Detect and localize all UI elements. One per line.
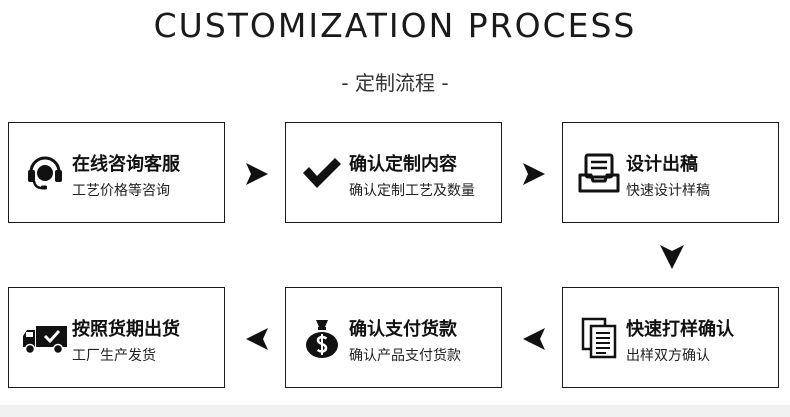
headset-icon <box>20 151 70 195</box>
step-title: 确认定制内容 <box>349 154 457 175</box>
money-bag-icon <box>297 316 347 360</box>
step-shipping: 按照货期出货 工厂生产发货 <box>8 287 225 388</box>
step-description: 工厂生产发货 <box>72 348 156 364</box>
step-description: 确认定制工艺及数量 <box>349 183 475 199</box>
step-title: 按照货期出货 <box>72 319 180 340</box>
step-description: 工艺价格等咨询 <box>72 183 170 199</box>
step-confirm-content: 确认定制内容 确认定制工艺及数量 <box>285 122 502 223</box>
arrow-left-icon <box>246 328 268 350</box>
step-online-consult: 在线咨询客服 工艺价格等咨询 <box>8 122 225 223</box>
step-description: 确认产品支付货款 <box>349 348 461 364</box>
arrow-right-icon <box>246 163 268 185</box>
arrow-right-icon <box>523 163 545 185</box>
step-payment: 确认支付货款 确认产品支付货款 <box>285 287 502 388</box>
footer-strip <box>0 405 790 417</box>
step-title: 确认支付货款 <box>349 319 457 340</box>
arrow-left-icon <box>523 328 545 350</box>
step-design: 设计出稿 快速设计样稿 <box>562 122 779 223</box>
page-title: CUSTOMIZATION PROCESS <box>153 6 637 45</box>
page-subtitle: - 定制流程 - <box>341 71 449 95</box>
step-description: 快速设计样稿 <box>626 183 710 199</box>
inbox-tray-icon <box>574 151 624 195</box>
step-title: 在线咨询客服 <box>72 154 180 175</box>
step-sampling: 快速打样确认 出样双方确认 <box>562 287 779 388</box>
arrow-down-icon <box>660 245 684 269</box>
documents-icon <box>574 316 624 360</box>
step-description: 出样双方确认 <box>626 348 710 364</box>
checkmark-icon <box>297 151 347 195</box>
step-title: 设计出稿 <box>626 154 698 175</box>
step-title: 快速打样确认 <box>626 319 734 340</box>
delivery-truck-icon <box>20 316 70 360</box>
